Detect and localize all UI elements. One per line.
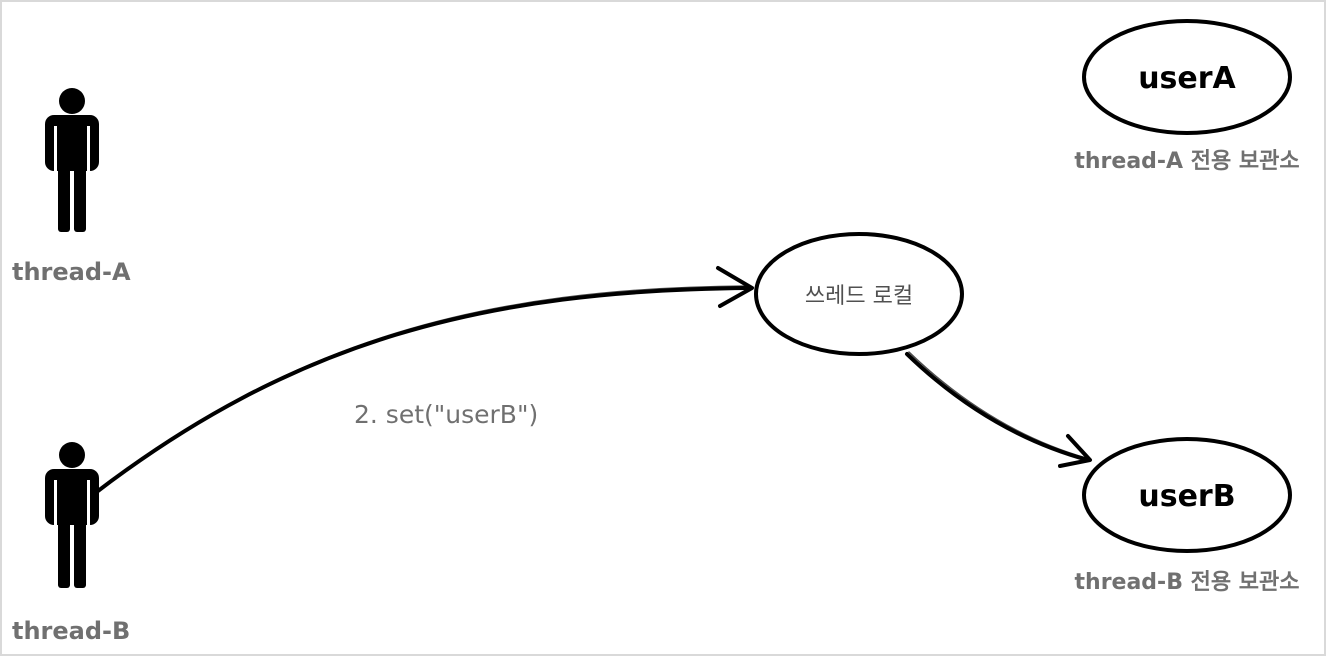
thread-local-node xyxy=(754,232,964,356)
store-a-node xyxy=(1082,19,1292,135)
thread-local-label: 쓰레드 로컬 xyxy=(805,284,913,309)
thread-a-label: thread-A xyxy=(12,258,131,286)
store-b-caption: thread-B 전용 보관소 xyxy=(1075,570,1300,595)
thread-a-person-icon xyxy=(45,88,99,232)
thread-b-person-icon xyxy=(45,442,99,588)
set-call-label: 2. set("userB") xyxy=(354,400,538,429)
store-b-node xyxy=(1082,437,1292,553)
store-b-value: userB xyxy=(1138,479,1235,514)
store-a-caption: thread-A 전용 보관소 xyxy=(1074,149,1299,174)
store-b-arrow xyxy=(905,351,1092,468)
set-call-arrow xyxy=(92,266,754,496)
store-a-value: userA xyxy=(1138,61,1236,96)
thread-b-label: thread-B xyxy=(12,617,130,645)
